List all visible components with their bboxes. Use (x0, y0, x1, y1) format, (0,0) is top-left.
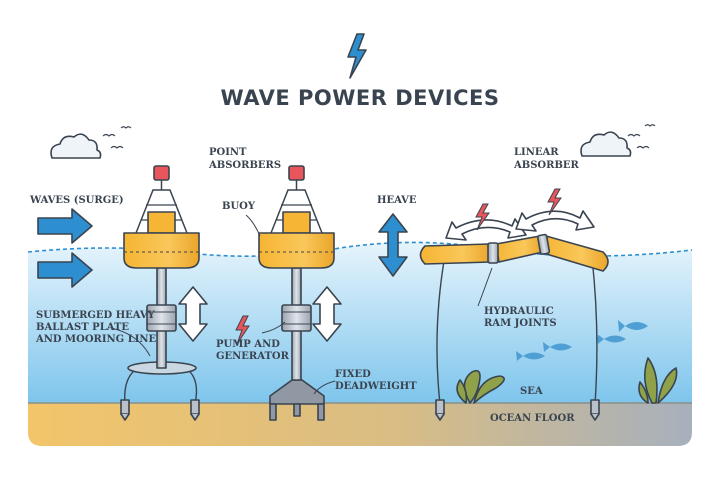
point-absorber-left (120, 165, 200, 421)
spark-icon (547, 188, 562, 216)
double-arrow-icon (445, 218, 527, 241)
linear-absorber (419, 233, 609, 421)
cloud-icon (50, 133, 102, 159)
sea-label: SEA (520, 386, 543, 397)
heave-arrow-icon (378, 213, 408, 277)
point-absorber-right (258, 165, 335, 421)
fish-icon (618, 320, 648, 332)
ocean-floor-label: OCEAN FLOOR (490, 413, 575, 424)
bird-icon (102, 126, 132, 149)
anchor-peg-icon (120, 399, 130, 421)
spark-icon (475, 203, 490, 231)
fish-icon (543, 342, 572, 352)
sea-water (28, 242, 692, 403)
wave-arrow-icon (37, 208, 93, 244)
fish-icon (516, 351, 545, 361)
seaweed-icon (638, 357, 678, 404)
anchor-peg-icon (590, 399, 600, 421)
anchor-peg-icon (190, 399, 200, 421)
heave-label: HEAVE (377, 195, 417, 206)
cloud-icon (580, 131, 632, 157)
wave-arrow-icon (37, 252, 93, 288)
fish-icon (597, 334, 626, 344)
waves-label: WAVES (SURGE) (29, 195, 124, 206)
title-bolt-icon (347, 33, 367, 79)
page-title: WAVE POWER DEVICES (221, 86, 500, 110)
seaweed-icon (456, 369, 505, 404)
double-arrow-icon (312, 286, 342, 342)
anchor-peg-icon (435, 399, 445, 421)
bird-icon (627, 124, 656, 149)
leader-lines (110, 214, 493, 395)
double-arrow-icon (178, 286, 208, 342)
double-arrow-icon (515, 210, 595, 232)
buoy-label: BUOY (222, 201, 256, 212)
spark-icon (235, 315, 250, 345)
